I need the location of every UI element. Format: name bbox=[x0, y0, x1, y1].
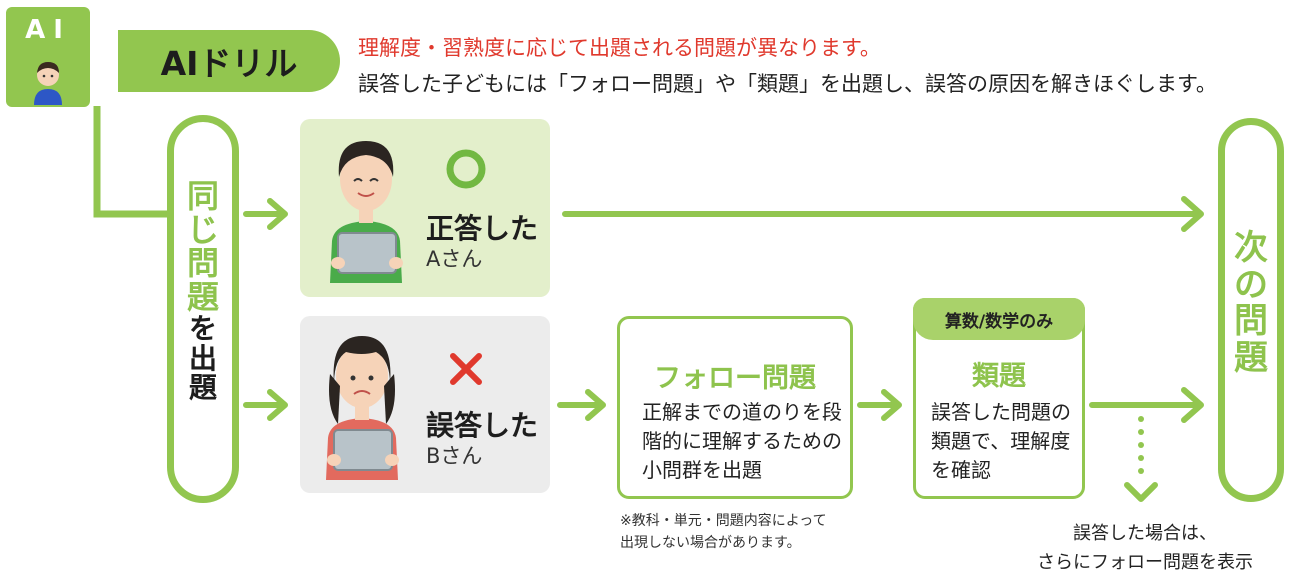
arrow-follow-to-similar bbox=[857, 389, 902, 421]
arrow-to-wrong bbox=[243, 389, 288, 421]
arrow-to-correct bbox=[243, 198, 288, 230]
arrow-similar-to-next bbox=[1089, 387, 1204, 423]
follow-problem-box bbox=[617, 316, 853, 499]
girl-with-tablet-icon bbox=[326, 336, 399, 480]
wrong-cross-icon bbox=[450, 353, 482, 385]
same-problem-label: 同 じ 問 題 を 出 題 bbox=[186, 177, 219, 405]
ai-badge-label: AI bbox=[25, 15, 71, 45]
math-only-tag: 算数/数学のみ bbox=[913, 298, 1085, 340]
ai-connector-line bbox=[93, 106, 170, 218]
arrow-wrong-to-follow bbox=[557, 389, 606, 421]
wrong-student-card: 誤答した Bさん bbox=[300, 316, 550, 493]
intro-text-red: 理解度・習熟度に応じて出題される問題が異なります。 bbox=[358, 36, 881, 60]
similar-problem-title: 類題 bbox=[972, 361, 1026, 392]
wrong-again-note: 誤答した場合は、 さらにフォロー問題を表示 bbox=[1037, 523, 1253, 573]
wrong-student-title: 誤答した bbox=[426, 409, 539, 442]
follow-problem-title: フォロー問題 bbox=[654, 363, 816, 394]
boy-with-tablet-icon bbox=[330, 141, 403, 283]
subject-note: ※教科・単元・問題内容によって 出現しない場合があります。 bbox=[620, 513, 827, 552]
correct-student-card: 正答した Aさん bbox=[300, 119, 550, 297]
next-problem-pill bbox=[1218, 118, 1284, 502]
same-problem-pill bbox=[167, 115, 239, 503]
arrow-down-wrong bbox=[1124, 482, 1158, 502]
wrong-student-name: Bさん bbox=[426, 444, 483, 468]
child-avatar-icon bbox=[34, 62, 62, 105]
follow-problem-description: 正解までの道のりを段 階的に理解するための 小問群を出題 bbox=[642, 400, 842, 482]
next-problem-label: 次 の 問 題 bbox=[1234, 228, 1268, 379]
correct-circle-icon bbox=[446, 149, 486, 189]
similar-problem-description: 誤答した問題の 類題で、理解度 を確認 bbox=[931, 400, 1071, 482]
arrow-correct-to-next bbox=[562, 196, 1204, 232]
dotted-line bbox=[1138, 416, 1144, 474]
ai-badge: AI bbox=[6, 7, 90, 107]
ai-drill-title: AIドリル bbox=[118, 30, 340, 92]
intro-text: 誤答した子どもには「フォロー問題」や「類題」を出題し、誤答の原因を解きほぐします… bbox=[358, 72, 1217, 96]
correct-student-title: 正答した bbox=[426, 212, 539, 245]
correct-student-name: Aさん bbox=[426, 247, 483, 271]
